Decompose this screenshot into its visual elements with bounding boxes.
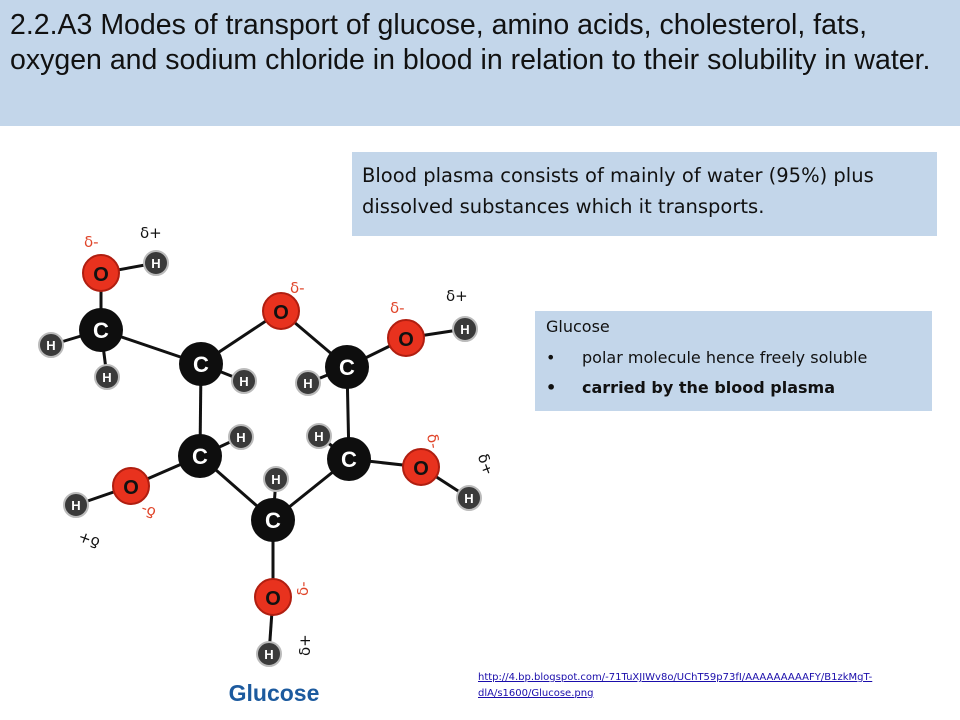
hydrogen-atom: H (295, 370, 321, 396)
hydrogen-label: H (271, 472, 280, 487)
plasma-info-text: Blood plasma consists of mainly of water… (362, 164, 874, 218)
glucose-bullet-list: polar molecule hence freely soluble carr… (546, 343, 924, 403)
glucose-molecule-diagram: C C C C C C O O O O O O (38, 224, 490, 706)
oxygen-label: O (123, 477, 139, 499)
carbon-label: C (265, 508, 281, 533)
hydrogen-atom: H (143, 250, 169, 276)
hydrogen-label: H (460, 322, 469, 337)
hydrogen-label: H (151, 256, 160, 271)
oxygen-atom: O (402, 448, 440, 486)
carbon-atom: C (325, 345, 369, 389)
plasma-info-box: Blood plasma consists of mainly of water… (352, 152, 937, 236)
carbon-atom: C (79, 308, 123, 352)
hydrogen-label: H (314, 429, 323, 444)
glucose-heading: Glucose (546, 317, 610, 336)
carbon-atom: C (251, 498, 295, 542)
charge-delta-minus: δ- (423, 432, 443, 449)
hydrogen-atom: H (306, 423, 332, 449)
hydrogen-label: H (464, 491, 473, 506)
hydrogen-atom: H (94, 364, 120, 390)
hydrogen-label: H (303, 376, 312, 391)
source-link[interactable]: http://4.bp.blogspot.com/-71TuXJIWv8o/UC… (478, 672, 873, 699)
hydrogen-label: H (71, 498, 80, 513)
charge-delta-minus: δ- (84, 233, 99, 251)
hydrogen-atom: H (63, 492, 89, 518)
charge-delta-plus: δ+ (446, 287, 468, 305)
hydrogen-atom: H (256, 641, 282, 667)
oxygen-label: O (265, 588, 281, 610)
hydrogen-label: H (46, 338, 55, 353)
glucose-info-box: Glucose polar molecule hence freely solu… (535, 311, 932, 411)
title-bar: 2.2.A3 Modes of transport of glucose, am… (0, 0, 960, 126)
carbon-label: C (192, 444, 208, 469)
carbon-atom: C (179, 342, 223, 386)
oxygen-label: O (413, 458, 429, 480)
carbon-atom: C (327, 437, 371, 481)
hydrogen-atom: H (263, 466, 289, 492)
charge-delta-plus: δ+ (296, 634, 314, 656)
charge-delta-minus: δ- (294, 581, 312, 596)
oxygen-atom: O (262, 292, 300, 330)
carbon-label: C (193, 352, 209, 377)
oxygen-label: O (398, 329, 414, 351)
hydrogen-label: H (239, 374, 248, 389)
hydrogen-label: H (102, 370, 111, 385)
oxygen-atom: O (82, 254, 120, 292)
carbon-label: C (341, 447, 357, 472)
glucose-bullet-transport: carried by the blood plasma (546, 373, 924, 403)
oxygen-label: O (273, 302, 289, 324)
charge-delta-plus: δ+ (76, 528, 103, 552)
carbon-label: C (93, 318, 109, 343)
slide-title: 2.2.A3 Modes of transport of glucose, am… (10, 9, 931, 76)
charge-delta-minus: δ- (138, 500, 158, 522)
oxygen-label: O (93, 264, 109, 286)
hydrogen-atom: H (456, 485, 482, 511)
hydrogen-atom: H (231, 368, 257, 394)
oxygen-atom: O (112, 467, 150, 505)
hydrogen-label: H (264, 647, 273, 662)
oxygen-atom: O (387, 319, 425, 357)
hydrogen-label: H (236, 430, 245, 445)
hydrogen-atom: H (38, 332, 64, 358)
carbon-label: C (339, 355, 355, 380)
charge-delta-plus: δ+ (474, 451, 490, 478)
charge-delta-minus: δ- (290, 279, 305, 297)
carbon-atom: C (178, 434, 222, 478)
glucose-bullet-solubility: polar molecule hence freely soluble (546, 343, 924, 373)
diagram-caption: Glucose (229, 680, 320, 706)
charge-delta-minus: δ- (390, 299, 405, 317)
hydrogen-atom: H (228, 424, 254, 450)
oxygen-atom: O (254, 578, 292, 616)
charge-delta-plus: δ+ (140, 224, 162, 242)
hydrogen-atom: H (452, 316, 478, 342)
